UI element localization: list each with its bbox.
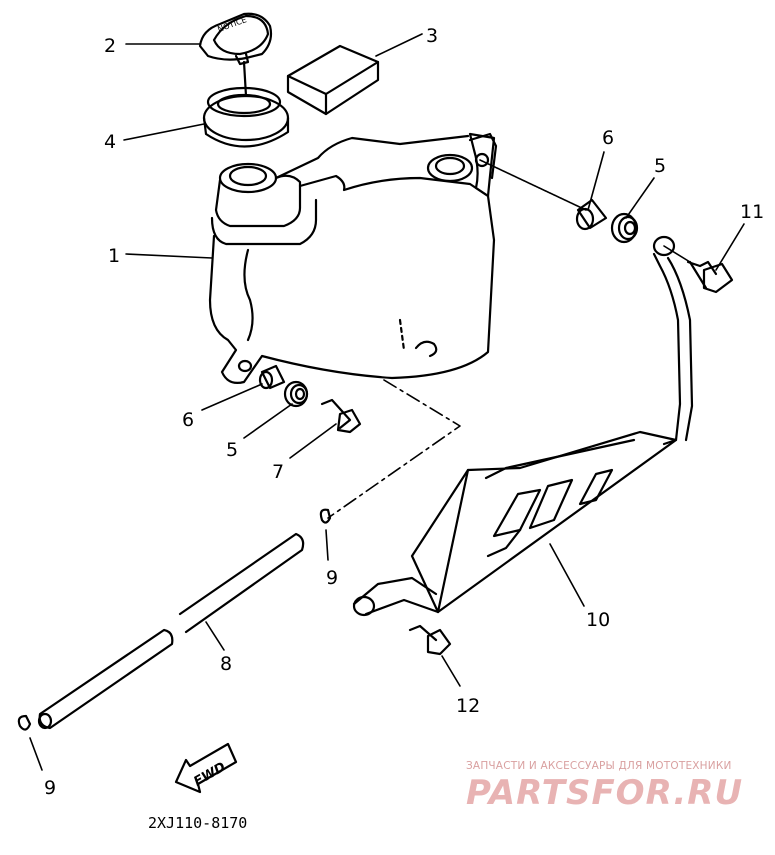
callout-5-lower: 5 [226, 439, 238, 461]
callout-6-upper: 6 [602, 127, 614, 149]
leader-lines [29, 33, 745, 771]
callout-9-upper: 9 [326, 567, 338, 589]
callout-9-lower: 9 [44, 777, 56, 799]
bolt-bracket-part [408, 624, 452, 656]
bracket-part [352, 235, 694, 617]
callout-10: 10 [586, 609, 610, 631]
grommet-lower-part [283, 380, 309, 408]
watermark-brand: PARTSFOR.RU [466, 773, 744, 813]
clip-lower-part [17, 714, 32, 731]
callout-numbers: 1 2 3 4 5 5 6 6 7 8 9 9 10 11 12 [44, 25, 764, 799]
callout-2: 2 [104, 35, 116, 57]
collar-lower-part [258, 364, 286, 390]
clip-upper-part [319, 508, 332, 524]
callout-4: 4 [104, 131, 116, 153]
forward-arrow-icon [174, 742, 238, 794]
hose-part [37, 532, 305, 730]
filler-ring-part [202, 86, 290, 148]
bolt-lower-part [320, 398, 362, 434]
callout-11: 11 [740, 201, 764, 223]
reservoir-tank-part [208, 132, 498, 384]
callout-8: 8 [220, 653, 232, 675]
fwd-label: FWD [191, 760, 228, 790]
collar-upper-part [575, 198, 608, 231]
bolt-upper-part [686, 260, 734, 294]
cap-part: NOTICE [198, 12, 273, 98]
callout-12: 12 [456, 695, 480, 717]
callout-3: 3 [426, 25, 438, 47]
watermark-tagline: ЗАПЧАСТИ И АКСЕССУАРЫ ДЛЯ МОТОТЕХНИКИ [466, 760, 732, 772]
diagram-code: 2XJ110-8170 [148, 814, 247, 832]
callout-5-upper: 5 [654, 155, 666, 177]
callout-6-lower: 6 [182, 409, 194, 431]
label-block-part [286, 44, 380, 116]
callout-1: 1 [108, 245, 120, 267]
grommet-upper-part [610, 212, 639, 244]
callout-7: 7 [272, 461, 284, 483]
